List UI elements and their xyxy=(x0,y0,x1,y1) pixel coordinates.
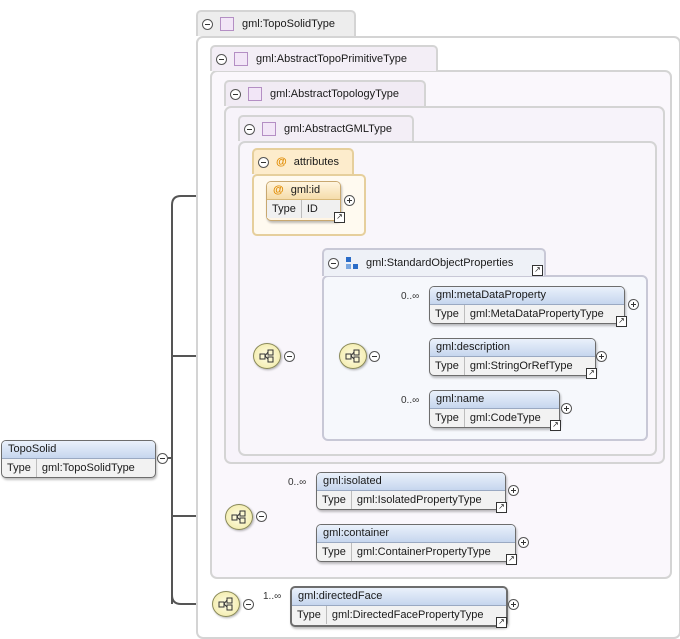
description-element[interactable]: gml:description Type gml:StringOrRefType xyxy=(429,338,597,379)
group-name: gml:StandardObjectProperties xyxy=(366,257,514,269)
attribute-icon: @ xyxy=(276,156,287,168)
topo-solid-type-tab[interactable]: gml:TopoSolidType xyxy=(196,10,356,36)
occurrence-label: 0..∞ xyxy=(401,291,420,302)
goto-definition-icon[interactable] xyxy=(496,502,507,513)
gml-id-attribute[interactable]: @ gml:id Type ID xyxy=(266,181,345,223)
element-name: TopoSolid xyxy=(2,441,155,459)
collapse-icon[interactable] xyxy=(216,53,227,65)
goto-definition-icon[interactable] xyxy=(506,554,517,565)
attributes-tab[interactable]: @ attributes xyxy=(252,148,354,174)
type-key: Type xyxy=(317,491,352,509)
complex-type-icon xyxy=(234,52,248,66)
isolated-element[interactable]: gml:isolated Type gml:IsolatedPropertyTy… xyxy=(316,472,507,513)
element-name: gml:description xyxy=(430,339,595,357)
type-value: gml:CodeType xyxy=(469,412,541,424)
element-name: gml:metaDataProperty xyxy=(430,287,624,305)
directed-face-element[interactable]: gml:directedFace Type gml:DirectedFacePr… xyxy=(290,586,508,628)
expand-icon[interactable] xyxy=(508,485,519,496)
collapse-icon[interactable] xyxy=(328,257,339,269)
collapse-icon[interactable] xyxy=(202,18,213,30)
abstract-topology-type-label: gml:AbstractTopologyType xyxy=(270,88,400,100)
type-value: gml:DirectedFacePropertyType xyxy=(331,609,484,621)
expand-icon[interactable] xyxy=(628,299,639,310)
attribute-icon: @ xyxy=(273,184,284,196)
sequence-icon[interactable] xyxy=(339,343,367,369)
type-value: ID xyxy=(306,203,318,215)
type-key: Type xyxy=(430,305,465,323)
type-value: gml:MetaDataPropertyType xyxy=(469,308,604,320)
occurrence-label: 1..∞ xyxy=(263,591,282,602)
type-key: Type xyxy=(430,357,465,375)
sequence-icon[interactable] xyxy=(225,504,253,530)
element-name: gml:container xyxy=(317,525,515,543)
topo-solid-type-label: gml:TopoSolidType xyxy=(242,18,335,30)
goto-definition-icon[interactable] xyxy=(616,316,627,327)
complex-type-icon xyxy=(248,87,262,101)
complex-type-icon xyxy=(220,17,234,31)
occurrence-label: 0..∞ xyxy=(401,395,420,406)
abstract-gml-type-label: gml:AbstractGMLType xyxy=(284,123,392,135)
type-value: gml:IsolatedPropertyType xyxy=(356,494,482,506)
collapse-icon[interactable] xyxy=(230,88,241,100)
expand-icon[interactable] xyxy=(518,537,529,548)
type-value: gml:StringOrRefType xyxy=(469,360,573,372)
expand-icon[interactable] xyxy=(596,351,607,362)
occurrence-label: 0..∞ xyxy=(288,477,307,488)
topo-solid-element[interactable]: TopoSolid Type gml:TopoSolidType xyxy=(1,440,156,478)
type-key: Type xyxy=(267,200,302,218)
abstract-gml-type-tab[interactable]: gml:AbstractGMLType xyxy=(238,115,414,141)
standard-object-properties-tab[interactable]: gml:StandardObjectProperties xyxy=(322,248,546,276)
collapse-icon[interactable] xyxy=(369,351,380,362)
type-value: gml:ContainerPropertyType xyxy=(356,546,491,558)
attribute-name: gml:id xyxy=(290,184,321,196)
meta-data-property-element[interactable]: gml:metaDataProperty Type gml:MetaDataPr… xyxy=(429,286,627,327)
type-key: Type xyxy=(430,409,465,427)
collapse-icon[interactable] xyxy=(284,351,295,362)
type-key: Type xyxy=(317,543,352,561)
collapse-icon[interactable] xyxy=(157,453,168,464)
expand-icon[interactable] xyxy=(508,599,519,610)
element-name: gml:isolated xyxy=(317,473,505,491)
expand-icon[interactable] xyxy=(344,195,355,206)
goto-definition-icon[interactable] xyxy=(496,617,507,628)
attributes-label: attributes xyxy=(293,156,339,168)
sequence-icon[interactable] xyxy=(212,591,240,617)
sequence-icon[interactable] xyxy=(253,343,281,369)
type-key: Type xyxy=(2,459,37,477)
name-element[interactable]: gml:name Type gml:CodeType xyxy=(429,390,561,431)
collapse-icon[interactable] xyxy=(243,599,254,610)
collapse-icon[interactable] xyxy=(258,156,269,168)
group-icon xyxy=(346,257,358,269)
type-value: gml:TopoSolidType xyxy=(41,462,135,474)
goto-definition-icon[interactable] xyxy=(334,212,345,223)
complex-type-icon xyxy=(262,122,276,136)
abstract-topo-primitive-type-label: gml:AbstractTopoPrimitiveType xyxy=(256,53,407,65)
type-key: Type xyxy=(292,606,327,624)
collapse-icon[interactable] xyxy=(244,123,255,135)
element-name: gml:directedFace xyxy=(292,588,506,606)
element-name: gml:name xyxy=(430,391,559,409)
goto-definition-icon[interactable] xyxy=(550,420,561,431)
abstract-topo-primitive-type-tab[interactable]: gml:AbstractTopoPrimitiveType xyxy=(210,45,438,71)
abstract-topology-type-tab[interactable]: gml:AbstractTopologyType xyxy=(224,80,426,106)
container-element[interactable]: gml:container Type gml:ContainerProperty… xyxy=(316,524,517,565)
expand-icon[interactable] xyxy=(561,403,572,414)
goto-definition-icon[interactable] xyxy=(586,368,597,379)
collapse-icon[interactable] xyxy=(256,511,267,522)
goto-definition-icon[interactable] xyxy=(532,265,543,276)
